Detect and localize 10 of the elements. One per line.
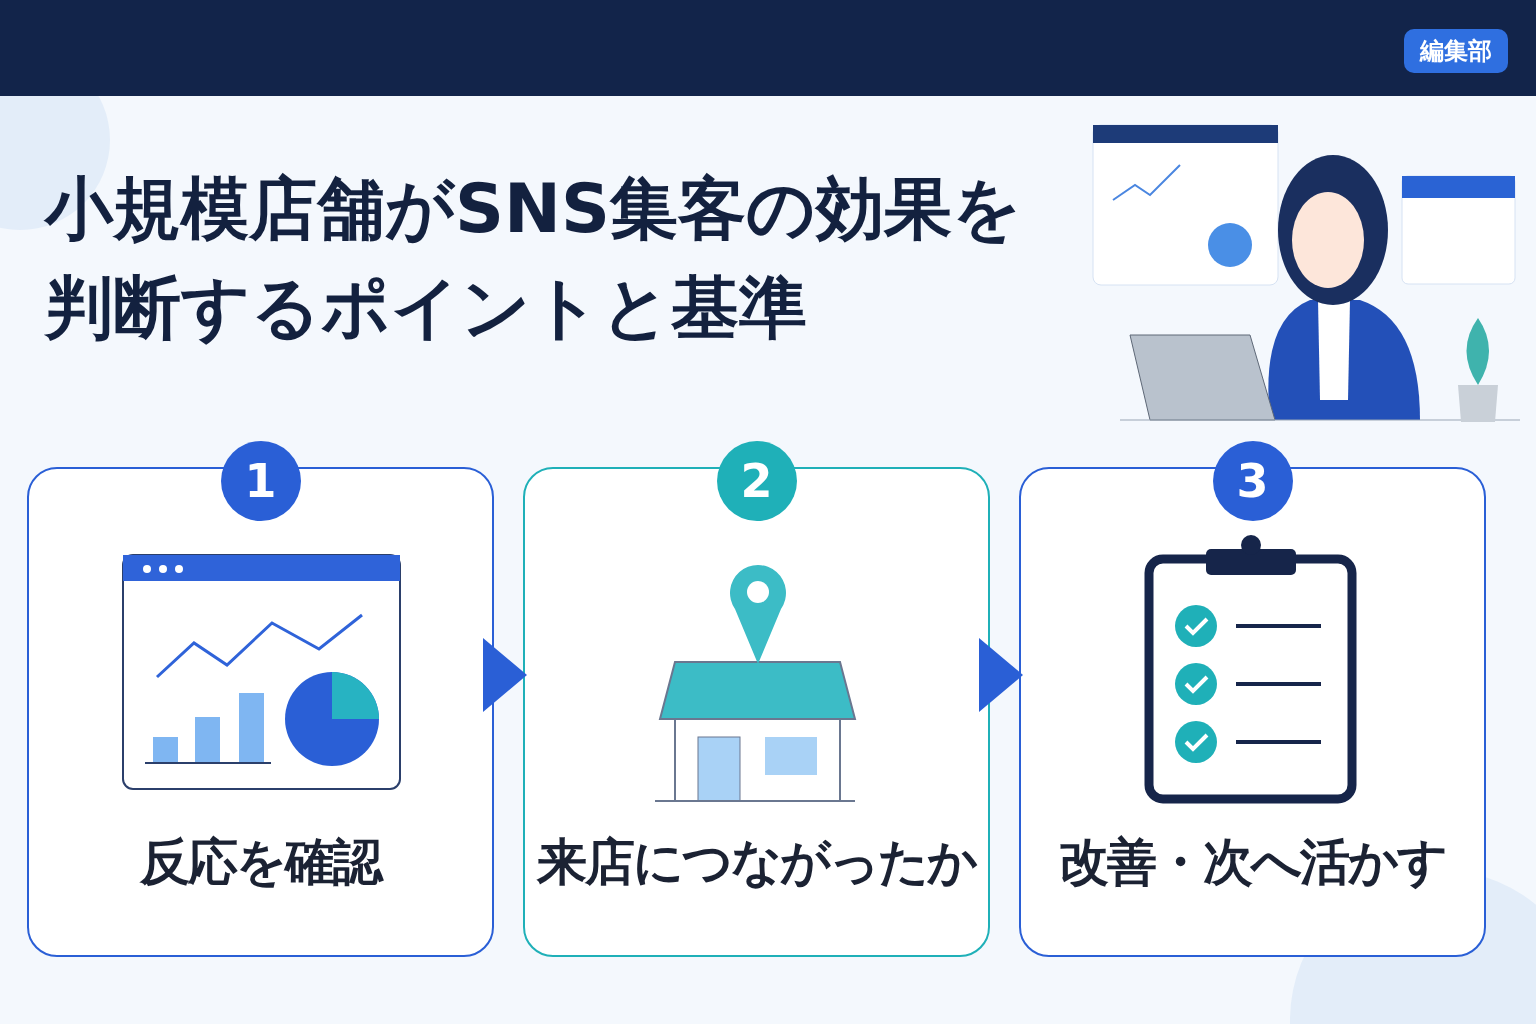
title: 小規模店舗がSNS集客の効果を判断するポイントと基準	[45, 168, 1023, 349]
author-badge: 編集部	[1404, 29, 1508, 73]
chevron-arrow	[483, 638, 527, 712]
step-label: 来店につながったか	[535, 832, 978, 893]
step-label: 改善・次へ活かす	[1058, 832, 1447, 893]
chevron-arrow	[979, 638, 1023, 712]
step-label: 反応を確認	[29, 829, 492, 896]
step-number: 1	[220, 441, 301, 521]
step-number: 2	[716, 441, 797, 521]
step-number: 3	[1212, 441, 1293, 521]
